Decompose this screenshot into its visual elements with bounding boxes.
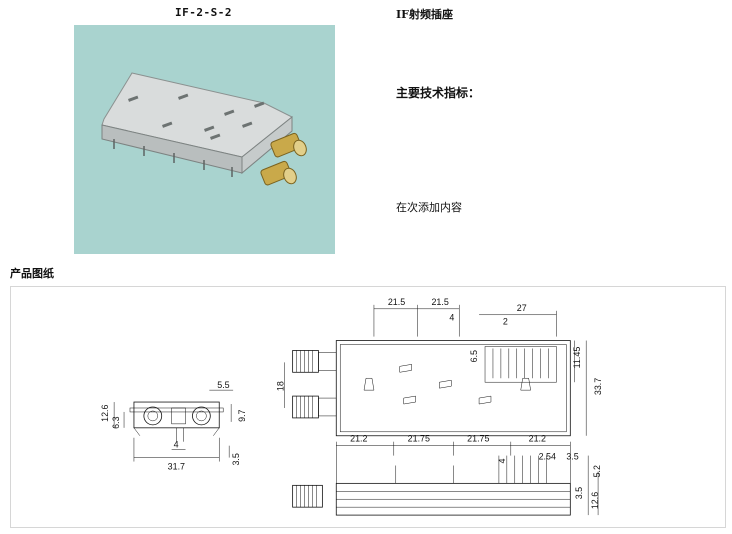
- dim-21-2-right: 21.2: [529, 434, 546, 444]
- dim-18: 18: [276, 381, 286, 391]
- rf-connector-illustration: [101, 72, 307, 186]
- dim-2-54: 2.54: [539, 452, 556, 462]
- dim-33-7: 33.7: [593, 378, 603, 395]
- dim-27: 27: [517, 303, 527, 313]
- spec-content: 在次添加内容: [396, 201, 462, 214]
- product-photo: [74, 25, 335, 254]
- dim-5-5: 5.5: [217, 380, 229, 390]
- dim-2: 2: [503, 317, 508, 327]
- drawing-heading: 产品图纸: [10, 267, 54, 280]
- top-view-drawing: [284, 304, 587, 437]
- dim-21-5-right: 21.5: [431, 297, 448, 307]
- dim-3-5-side: 3.5: [574, 487, 584, 499]
- dim-4-top: 4: [449, 313, 454, 323]
- dim-21-75-right: 21.75: [467, 434, 489, 444]
- front-view-drawing: [292, 441, 599, 516]
- dim-6-5: 6.5: [469, 350, 479, 362]
- dim-12-6-front: 12.6: [590, 492, 600, 509]
- dim-6-3: 6.3: [111, 416, 121, 428]
- technical-drawing-frame: 5.5 12.6 6.3 9.7 4 31.7 3.5: [10, 286, 726, 528]
- spec-heading: 主要技术指标：: [396, 86, 481, 100]
- dim-12-6: 12.6: [100, 404, 110, 421]
- dim-9-7: 9.7: [237, 409, 247, 421]
- dim-4: 4: [174, 440, 179, 450]
- side-view-drawing: [113, 389, 234, 462]
- dim-5-2: 5.2: [592, 465, 602, 477]
- dim-21-75-left: 21.75: [408, 434, 430, 444]
- dim-3-5-top: 3.5: [566, 452, 578, 462]
- technical-drawing: 5.5 12.6 6.3 9.7 4 31.7 3.5: [100, 297, 603, 516]
- dim-21-2-left: 21.2: [350, 434, 367, 444]
- dim-31-7: 31.7: [168, 461, 185, 471]
- dim-3-5: 3.5: [231, 453, 241, 465]
- dim-11-45: 11.45: [572, 347, 582, 369]
- dim-4-front: 4: [497, 459, 507, 464]
- dim-21-5-left: 21.5: [388, 297, 405, 307]
- product-model-label: IF-2-S-2: [175, 6, 232, 19]
- product-title: IF射频插座: [396, 8, 453, 21]
